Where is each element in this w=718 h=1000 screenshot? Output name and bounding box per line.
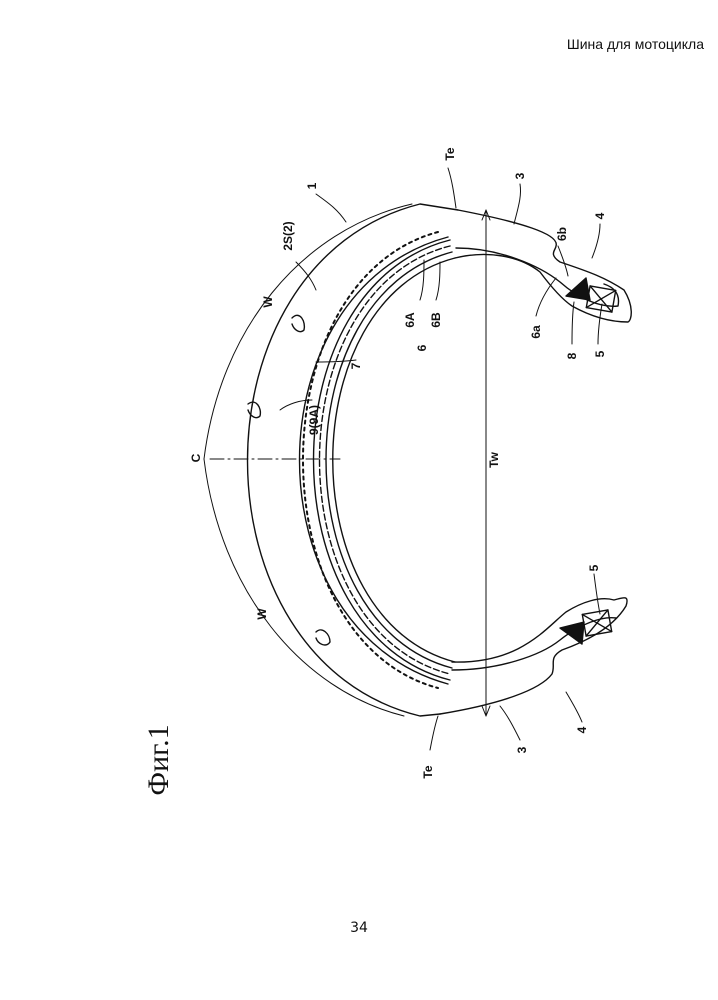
tread-outer-profile	[248, 204, 459, 716]
leader-2s	[296, 262, 316, 290]
label-center-line: C	[189, 453, 203, 462]
bead-apex-bottom	[560, 622, 584, 644]
leader-sidewall-bottom	[500, 706, 520, 740]
leader-tire	[316, 194, 346, 222]
label-width-right: W	[255, 608, 269, 620]
page-number: 34	[0, 920, 718, 936]
leader-6b	[436, 262, 440, 300]
label-band: 9(9A)	[307, 405, 321, 435]
label-carcass: 6	[415, 344, 429, 351]
label-sidewall-top: 3	[513, 172, 527, 179]
carcass-ply-middle	[320, 246, 451, 674]
label-bead-bottom: 4	[575, 726, 589, 733]
label-carcass-ply-turnup: 6b	[555, 227, 569, 241]
width-arc-right	[204, 459, 404, 716]
leader-bead-top	[592, 224, 600, 258]
tread-groove-2	[248, 402, 260, 417]
label-bead-core-top: 5	[593, 350, 607, 357]
label-belt: 7	[349, 362, 363, 369]
label-te-top: Te	[443, 147, 457, 160]
label-te-bottom: Te	[421, 765, 435, 778]
belt-layer	[303, 232, 438, 688]
label-carcass-ply-main: 6a	[529, 325, 543, 339]
leader-6a	[420, 260, 424, 300]
leader-6a-low	[536, 278, 556, 316]
leader-te-top	[448, 168, 456, 208]
label-tread-width-total: Tw	[487, 451, 501, 467]
label-bead-apex: 8	[565, 352, 579, 359]
label-tread-surface: 2S(2)	[281, 221, 295, 250]
leader-te-bottom	[430, 716, 438, 750]
label-bead-top: 4	[593, 212, 607, 219]
sidewall-top-inner	[456, 248, 618, 306]
label-carcass-ply-a: 6A	[403, 312, 417, 328]
leader-8	[572, 302, 574, 344]
label-sidewall-bottom: 3	[515, 746, 529, 753]
tread-groove-3	[316, 630, 330, 645]
label-bead-core-bottom: 5	[587, 564, 601, 571]
leader-sidewall-top	[514, 184, 521, 224]
leader-5-bottom	[594, 574, 600, 614]
label-carcass-ply-b: 6B	[429, 312, 443, 328]
label-width-left: W	[261, 296, 275, 308]
sidewall-bottom-inner	[452, 618, 616, 670]
leader-bead-bottom	[566, 692, 582, 722]
tread-groove-1	[292, 315, 304, 331]
label-tire: 1	[305, 182, 319, 189]
figure-caption: Фиг.1	[142, 724, 175, 795]
sidewall-bottom-outer	[440, 598, 627, 714]
